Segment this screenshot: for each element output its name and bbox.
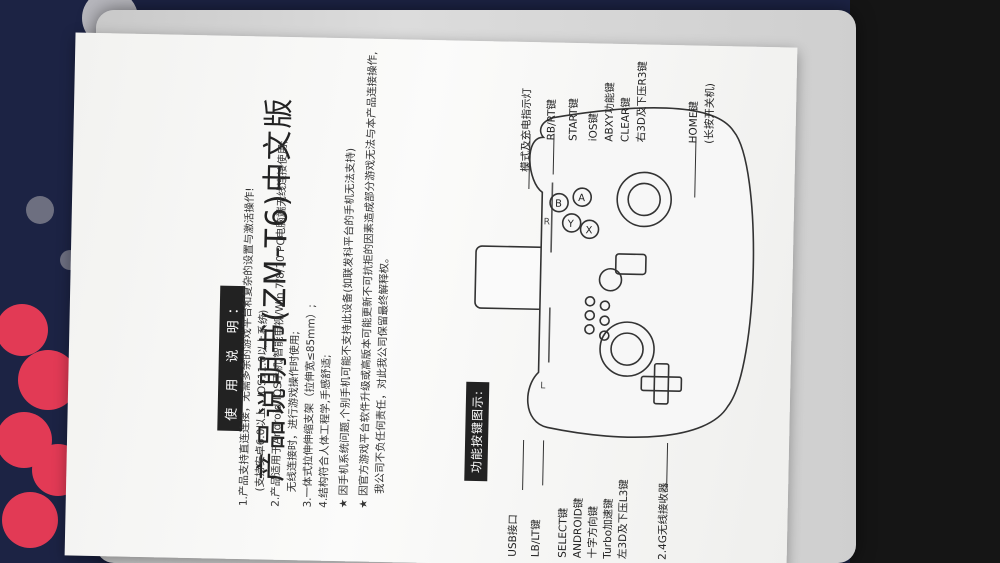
small-button bbox=[599, 315, 610, 326]
label-receiver: 2.4G无线接收器 bbox=[656, 482, 671, 561]
small-button bbox=[599, 300, 611, 311]
manual-content: 产品说明书(ZM-T6)中文版 使 用 说 明： 1.产品支持直连连接，无需多余… bbox=[65, 32, 798, 563]
face-button-y bbox=[561, 213, 582, 233]
face-button-a-label: A bbox=[578, 193, 585, 204]
gamepad-diagram: Y B X A R L bbox=[474, 107, 755, 438]
small-button bbox=[584, 296, 596, 307]
face-button-x bbox=[579, 219, 600, 240]
label-home-hint: (长按开关机) bbox=[703, 82, 717, 144]
pink-dot bbox=[18, 350, 78, 410]
face-button-a bbox=[572, 187, 593, 207]
label-ios: iOS键 bbox=[587, 112, 600, 142]
right-joystick-icon bbox=[616, 171, 672, 228]
pink-dot bbox=[2, 492, 58, 548]
clamp-slot bbox=[614, 253, 647, 276]
face-button-x-label: X bbox=[585, 225, 592, 236]
label-clear: CLEAR键 bbox=[619, 97, 633, 143]
label-android: ANDROID键 bbox=[571, 497, 585, 559]
face-button-y-label: Y bbox=[567, 219, 575, 230]
label-start: START键 bbox=[567, 97, 581, 142]
dpad-icon bbox=[640, 362, 683, 405]
label-turbo: Turbo加速键 bbox=[601, 498, 615, 559]
label-mode-led: 模式及充电指示灯 bbox=[519, 87, 534, 173]
label-left-3d: 左3D及下压L3键 bbox=[616, 479, 631, 560]
small-button bbox=[584, 310, 596, 321]
label-usb: USB接口 bbox=[506, 514, 520, 557]
label-rb-rt: RB/RT键 bbox=[545, 98, 559, 141]
pink-dot bbox=[0, 304, 48, 356]
small-button bbox=[599, 330, 610, 341]
label-lb-lt: LB/LT键 bbox=[529, 519, 543, 558]
grey-dot bbox=[26, 196, 54, 224]
label-select: SELECT键 bbox=[556, 507, 570, 558]
left-joystick-icon bbox=[599, 321, 655, 377]
face-button-b-label: B bbox=[555, 199, 562, 210]
label-home: HOME键 bbox=[687, 100, 701, 144]
gamepad-outline bbox=[527, 107, 755, 438]
label-abxy: ABXY功能键 bbox=[603, 82, 617, 142]
label-dpad: 十字方向键 bbox=[586, 505, 600, 559]
small-button bbox=[584, 324, 595, 335]
bumper-l-label: L bbox=[540, 381, 545, 391]
bumper-r-label: R bbox=[544, 217, 550, 227]
face-button-b bbox=[549, 192, 569, 213]
home-button-icon bbox=[598, 267, 623, 292]
label-right-3d: 右3D及下压R3键 bbox=[635, 61, 650, 143]
